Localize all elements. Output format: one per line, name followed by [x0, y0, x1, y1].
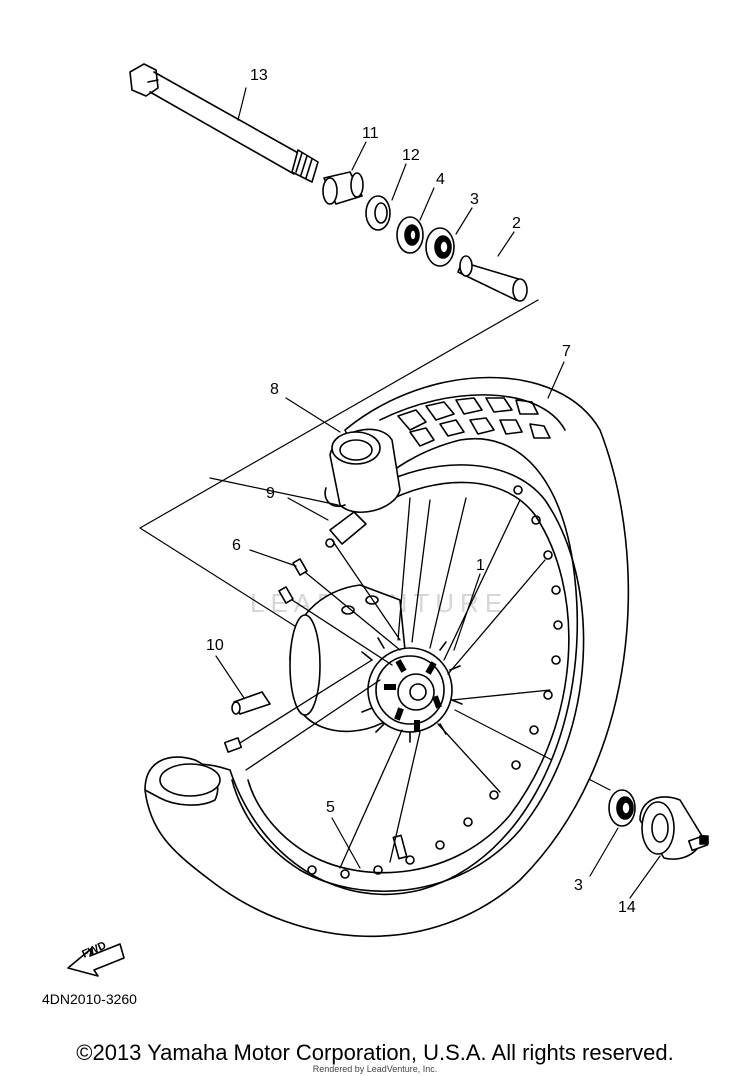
callout-leader-lines — [215, 87, 661, 899]
callout-14: 14 — [618, 899, 636, 916]
part-code: 4DN2010-3260 — [42, 991, 137, 1007]
oil-seal — [365, 195, 391, 231]
bearing-3-lower — [608, 789, 636, 827]
callout-2: 2 — [512, 215, 521, 232]
wheel-hub — [289, 584, 463, 743]
callout-13: 13 — [250, 67, 268, 84]
spoke-nipples — [278, 558, 308, 604]
spokes — [231, 497, 551, 869]
callout-4: 4 — [436, 171, 445, 188]
callout-10: 10 — [206, 637, 224, 654]
copyright-notice: ©2013 Yamaha Motor Corporation, U.S.A. A… — [76, 1040, 674, 1065]
hub-drive-slots — [384, 659, 442, 732]
callout-9: 9 — [266, 485, 275, 502]
callout-3-lower: 3 — [574, 877, 583, 894]
front-wheel-axle — [129, 63, 319, 183]
tire — [144, 376, 630, 938]
bearing-4 — [396, 216, 424, 254]
assembly-reference-line — [139, 299, 539, 629]
callout-7: 7 — [562, 343, 571, 360]
callout-1: 1 — [476, 557, 485, 574]
callout-12: 12 — [402, 147, 420, 164]
bearing-3-upper — [425, 227, 455, 267]
callout-11: 11 — [362, 125, 379, 142]
callout-3-upper: 3 — [470, 191, 479, 208]
callout-8: 8 — [270, 381, 279, 398]
speedometer-gear-unit — [639, 796, 709, 860]
rim — [231, 464, 585, 892]
assembly-reference-line-2 — [209, 477, 339, 506]
rim-spoke-holes — [307, 485, 563, 879]
forward-arrow — [67, 943, 125, 977]
valve-stem — [392, 834, 408, 860]
callout-5: 5 — [326, 799, 335, 816]
callout-labels: 13 11 12 4 3 2 7 8 9 6 1 10 5 3 14 — [206, 67, 636, 916]
spacer — [457, 255, 528, 302]
spoke-nipple-10 — [223, 691, 271, 753]
axle-collar — [322, 171, 364, 205]
tube-section — [324, 428, 401, 513]
rim-band — [325, 511, 367, 548]
callout-6: 6 — [232, 537, 241, 554]
rendered-by-notice: Rendered by LeadVenture, Inc. — [312, 1064, 438, 1074]
